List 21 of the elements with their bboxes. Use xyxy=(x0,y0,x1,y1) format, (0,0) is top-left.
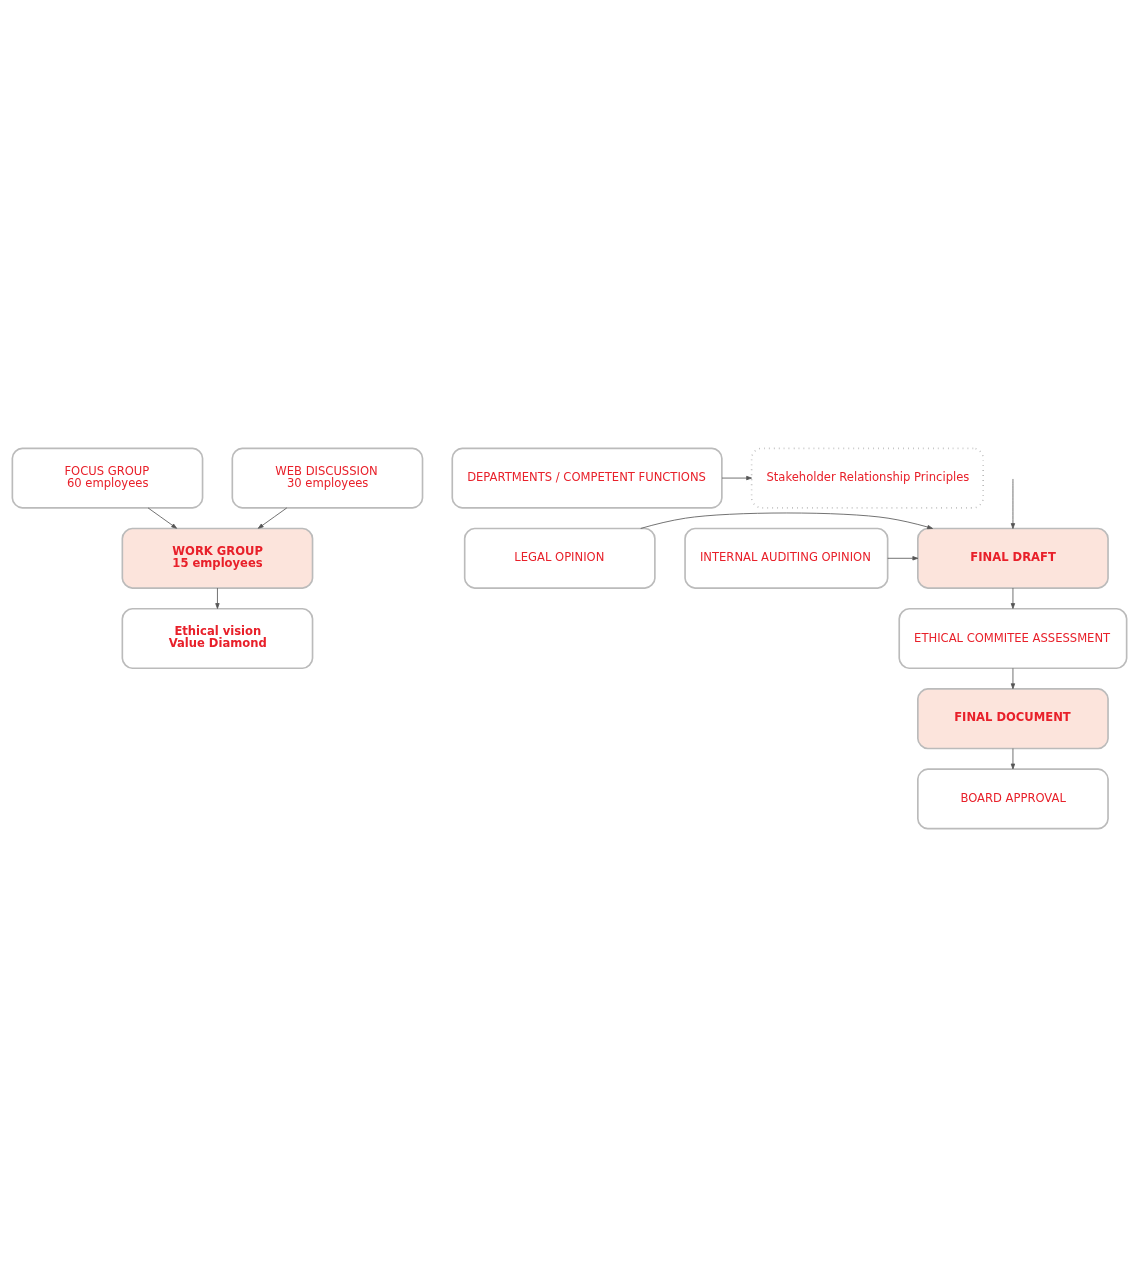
arrow xyxy=(1010,587,1016,609)
node-box: WORK GROUP 15 employees xyxy=(121,527,314,589)
node-box: WEB DISCUSSION 30 employees xyxy=(231,447,424,509)
arrow xyxy=(887,556,919,561)
arrow xyxy=(215,587,220,609)
arrow xyxy=(640,512,933,530)
node-box: FINAL DOCUMENT xyxy=(917,688,1109,750)
arrow xyxy=(1010,748,1016,770)
node-box: INTERNAL AUDITING OPINION xyxy=(684,527,889,589)
node-box: BOARD APPROVAL xyxy=(917,768,1109,830)
node-box: DEPARTMENTS / COMPETENT FUNCTIONS xyxy=(451,447,723,509)
arrow xyxy=(257,507,288,529)
arrow xyxy=(1010,667,1016,690)
node-box: ETHICAL COMMITEE ASSESSMENT xyxy=(898,607,1128,670)
arrow xyxy=(147,507,177,529)
arrow xyxy=(1010,478,1016,529)
node-box: Stakeholder Relationship Principles xyxy=(750,447,984,509)
node-box: FOCUS GROUP 60 employees xyxy=(11,447,204,509)
node-box: Ethical vision Value Diamond xyxy=(121,607,314,670)
arrow xyxy=(721,475,752,481)
node-box: LEGAL OPINION xyxy=(463,527,656,589)
